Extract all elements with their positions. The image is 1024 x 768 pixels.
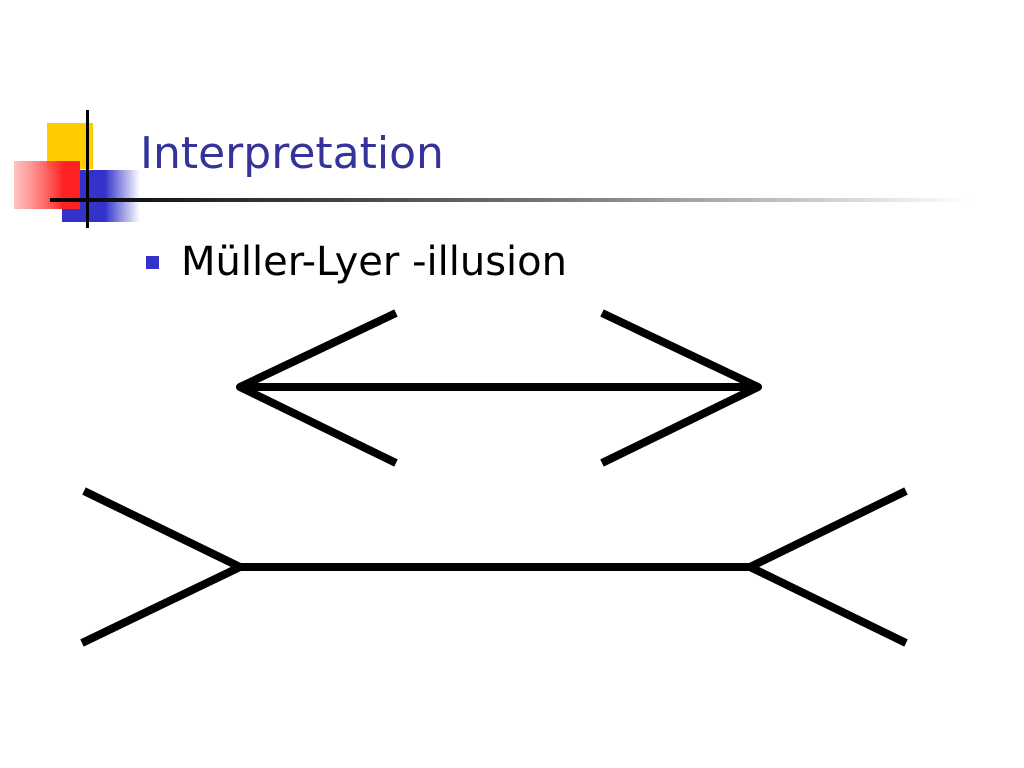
top-left-arrowhead [236, 309, 398, 467]
slide-title: Interpretation [140, 128, 444, 179]
bottom-left-fins [80, 487, 244, 647]
arrowhead-line-top [236, 309, 762, 467]
title-decoration [14, 110, 970, 228]
bullet-text: Müller-Lyer -illusion [181, 239, 567, 285]
bottom-right-fins [746, 487, 908, 647]
vertical-rule [86, 110, 89, 228]
fin-line-bottom [80, 487, 908, 647]
bullet-item: Müller-Lyer -illusion [146, 234, 567, 290]
bullet-square-icon [146, 255, 159, 269]
top-right-arrowhead [600, 309, 762, 467]
title-underline [50, 198, 970, 202]
